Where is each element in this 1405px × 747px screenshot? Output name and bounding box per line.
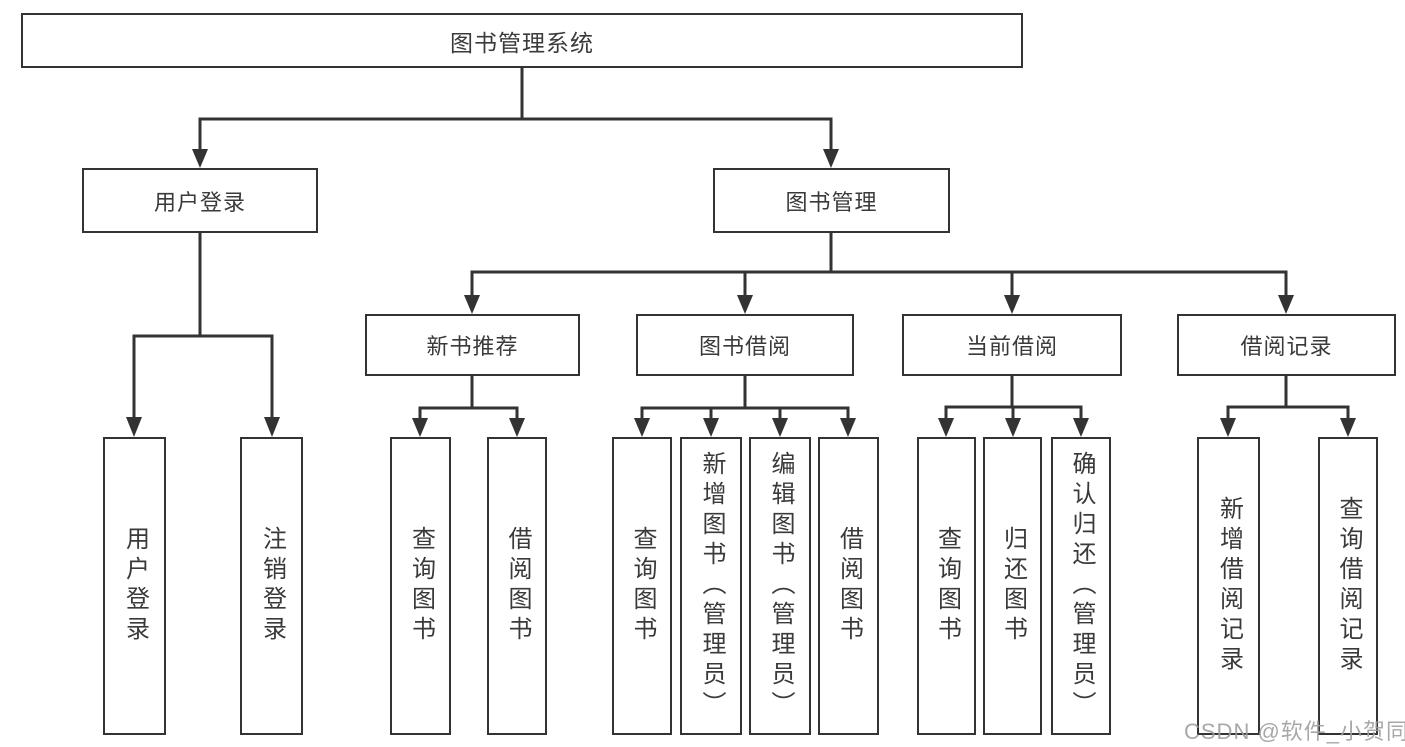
leaf-add-book-admin: 新增图书（管理员） [680, 437, 742, 735]
leaf-confirm-return-admin-label: 确认归还（管理员） [1068, 451, 1095, 721]
connector-current-borrow [938, 376, 1089, 437]
leaf-borrow-books-1-label: 借阅图书 [504, 526, 531, 646]
leaf-user-login: 用户登录 [103, 437, 166, 735]
node-current-borrowing: 当前借阅 [902, 314, 1122, 376]
node-book-borrowing: 图书借阅 [636, 314, 854, 376]
node-root-library-system: 图书管理系统 [21, 13, 1023, 68]
connector-root [192, 68, 839, 168]
leaf-user-login-label: 用户登录 [121, 526, 149, 646]
leaf-query-books-3-label: 查询图书 [933, 526, 961, 646]
leaf-borrow-books-2: 借阅图书 [818, 437, 879, 735]
leaf-logout-label: 注销登录 [258, 526, 286, 646]
leaf-return-book-label: 归还图书 [999, 526, 1027, 646]
leaf-query-borrow-record-label: 查询借阅记录 [1335, 496, 1362, 676]
node-book-management: 图书管理 [713, 168, 950, 233]
leaf-return-book: 归还图书 [983, 437, 1042, 735]
leaf-query-books-1-label: 查询图书 [407, 526, 435, 646]
connector-user-login [126, 233, 280, 437]
csdn-watermark: CSDN @软件_小贺同学 [1184, 719, 1405, 744]
leaf-logout: 注销登录 [240, 437, 303, 735]
node-new-book-recommendation: 新书推荐 [365, 314, 580, 376]
connector-book-borrow [634, 376, 856, 437]
leaf-borrow-books-1: 借阅图书 [487, 437, 547, 735]
leaf-query-borrow-record: 查询借阅记录 [1318, 437, 1378, 735]
connector-book-mgmt [464, 233, 1294, 314]
node-user-login: 用户登录 [82, 168, 318, 233]
leaf-add-borrow-record-label: 新增借阅记录 [1215, 496, 1243, 676]
leaf-edit-book-admin: 编辑图书（管理员） [749, 437, 811, 735]
leaf-borrow-books-2-label: 借阅图书 [835, 526, 863, 646]
leaf-confirm-return-admin: 确认归还（管理员） [1051, 437, 1111, 735]
leaf-edit-book-admin-label: 编辑图书（管理员） [767, 451, 794, 721]
connector-borrow-record [1220, 376, 1356, 437]
connector-new-book-rec [412, 376, 525, 437]
leaf-add-book-admin-label: 新增图书（管理员） [698, 451, 725, 721]
leaf-query-books-3: 查询图书 [917, 437, 976, 735]
leaf-query-books-1: 查询图书 [390, 437, 451, 735]
leaf-add-borrow-record: 新增借阅记录 [1197, 437, 1260, 735]
leaf-query-books-2-label: 查询图书 [629, 526, 656, 646]
leaf-query-books-2: 查询图书 [612, 437, 672, 735]
node-borrowing-records: 借阅记录 [1177, 314, 1396, 376]
